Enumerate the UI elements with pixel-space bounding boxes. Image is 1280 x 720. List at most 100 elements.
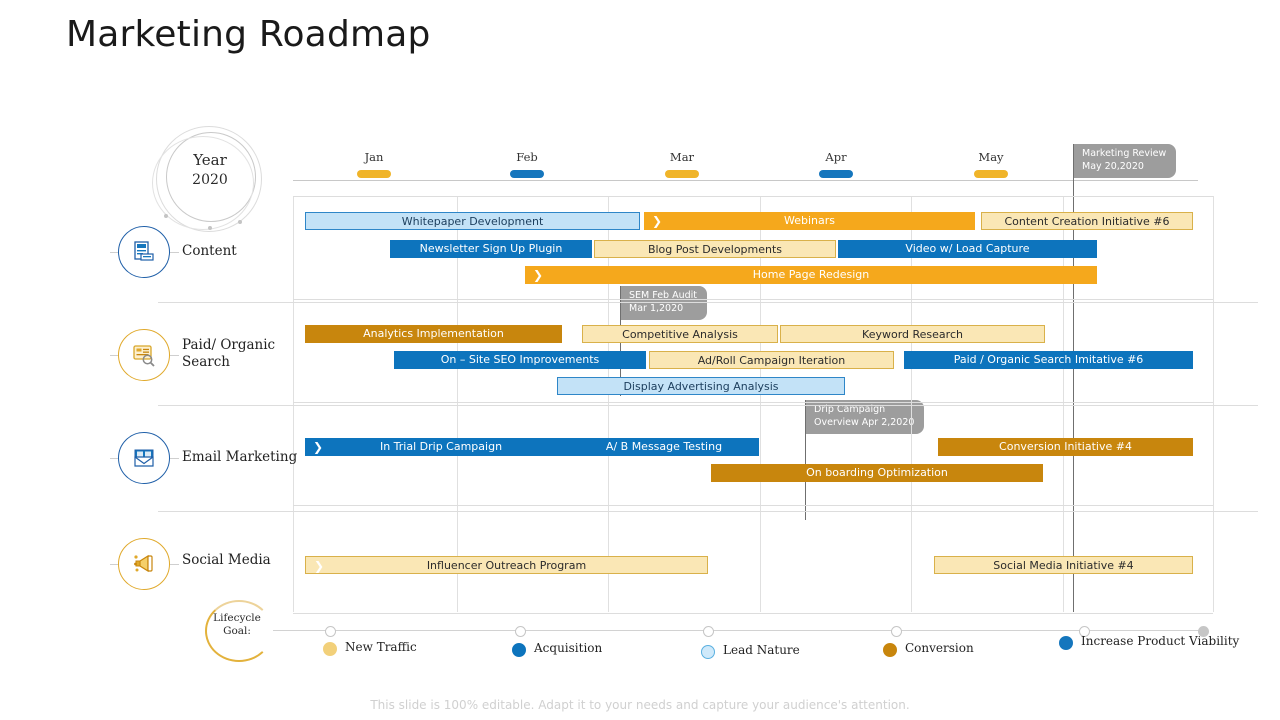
task-label: Blog Post Developments [647,243,783,256]
milestone-date: Mar 1,2020 [629,302,684,314]
month-marker-jan: Jan [334,150,414,178]
task-bar[interactable]: On boarding Optimization [711,464,1043,482]
megaphone-icon [118,538,170,590]
year-badge: Year 2020 [152,126,268,236]
band-content [293,196,1213,300]
milestone-date: May 20,2020 [1082,160,1144,172]
chevron-right-icon: ❯ [314,559,325,573]
category-label: Content [182,243,237,259]
timeline-axis-line [293,180,1198,181]
task-bar[interactable]: Whitepaper Development [305,212,640,230]
legend-axis-node [325,626,336,637]
legend-axis [273,626,1209,637]
month-label: May [978,150,1004,164]
task-label: A/ B Message Testing [605,440,723,453]
category-tick-left [110,355,119,356]
category-tick-right [170,355,179,356]
lifecycle-ring [205,600,273,662]
chevron-right-icon: ❯ [652,214,663,228]
task-bar[interactable]: Display Advertising Analysis [557,377,845,395]
envelope-icon [118,432,170,484]
milestone-title: SEM Feb Audit [629,290,698,301]
task-label: Social Media Initiative #4 [993,559,1134,572]
month-marker-apr: Apr [796,150,876,178]
task-bar[interactable]: Blog Post Developments [594,240,836,258]
task-bar[interactable]: Video w/ Load Capture [838,240,1097,258]
milestone-title: Drip Campaign [814,404,886,415]
month-marker-may: May [951,150,1031,178]
year-ring-dot [238,220,242,224]
lifecycle-goal-badge: Lifecycle Goal: [205,600,273,662]
year-label: Year [193,151,227,169]
legend-swatch [883,643,897,657]
legend-swatch [512,643,526,657]
legend-axis-node-end [1198,626,1209,637]
month-marker-mar: Mar [642,150,722,178]
task-bar[interactable]: Ad/Roll Campaign Iteration [649,351,894,369]
category-divider [158,511,1258,512]
month-pill [819,170,853,178]
legend-axis-node [891,626,902,637]
task-label: Ad/Roll Campaign Iteration [697,354,846,367]
category-tick-right [170,564,179,565]
legend-swatch [1059,636,1073,650]
legend-label: Increase Product Viability [1081,634,1240,648]
task-bar[interactable]: Content Creation Initiative #6 [981,212,1193,230]
task-bar[interactable]: Competitive Analysis [582,325,778,343]
category-tick-left [110,252,119,253]
chart-gridline [1063,196,1064,612]
chart-gridline [457,196,458,612]
footer-note: This slide is 100% editable. Adapt it to… [370,698,910,712]
month-pill [665,170,699,178]
category-label: Email Marketing [182,449,298,465]
task-bar[interactable]: ❯Influencer Outreach Program [305,556,708,574]
legend-axis-line [273,630,1203,631]
task-label: Keyword Research [862,328,963,341]
category-tick-right [170,252,179,253]
category-tick-left [110,564,119,565]
lifecycle-line-2: Goal: [223,625,251,637]
month-pill [357,170,391,178]
legend-axis-node [515,626,526,637]
milestone-date: Overview Apr 2,2020 [814,416,915,428]
category-divider [158,302,1258,303]
lifecycle-line-1: Lifecycle [213,612,261,624]
task-label: In Trial Drip Campaign [379,440,503,453]
task-label: Webinars [783,214,835,227]
milestone-title: Marketing Review [1082,148,1167,159]
month-marker-feb: Feb [487,150,567,178]
task-label: Whitepaper Development [401,215,544,228]
legend-axis-node [1079,626,1090,637]
category-label: Paid/ Organic Search [182,337,276,370]
task-label: Content Creation Initiative #6 [1004,215,1170,228]
legend-label: Acquisition [534,641,603,655]
task-label: Home Page Redesign [752,268,870,281]
task-bar[interactable]: ❯In Trial Drip Campaign [305,438,577,456]
task-bar[interactable]: On – Site SEO Improvements [394,351,646,369]
legend-label: New Traffic [345,640,417,654]
legend-swatch [323,642,337,656]
task-bar[interactable]: Social Media Initiative #4 [934,556,1193,574]
task-bar[interactable]: A/ B Message Testing [569,438,759,456]
task-label: Video w/ Load Capture [905,242,1030,255]
legend-axis-node [703,626,714,637]
task-bar[interactable]: ❯ Webinars [644,212,975,230]
task-bar[interactable]: Newsletter Sign Up Plugin [390,240,592,258]
category-tick-left [110,458,119,459]
month-label: Mar [669,150,695,164]
task-label: Conversion Initiative #4 [999,440,1132,453]
milestone-line [805,400,806,520]
task-bar[interactable]: Analytics Implementation [305,325,562,343]
task-bar[interactable]: Paid / Organic Search Imitative #6 [904,351,1193,369]
chart-gridline [293,196,294,612]
category-label: Social Media [182,552,271,568]
chevron-right-icon: ❯ [533,268,544,282]
task-bar[interactable]: Conversion Initiative #4 [938,438,1193,456]
year-value: 2020 [192,172,228,188]
month-label: Jan [364,150,384,164]
task-bar[interactable]: Keyword Research [780,325,1045,343]
chart-gridline [911,196,912,612]
task-bar[interactable]: ❯ Home Page Redesign [525,266,1097,284]
